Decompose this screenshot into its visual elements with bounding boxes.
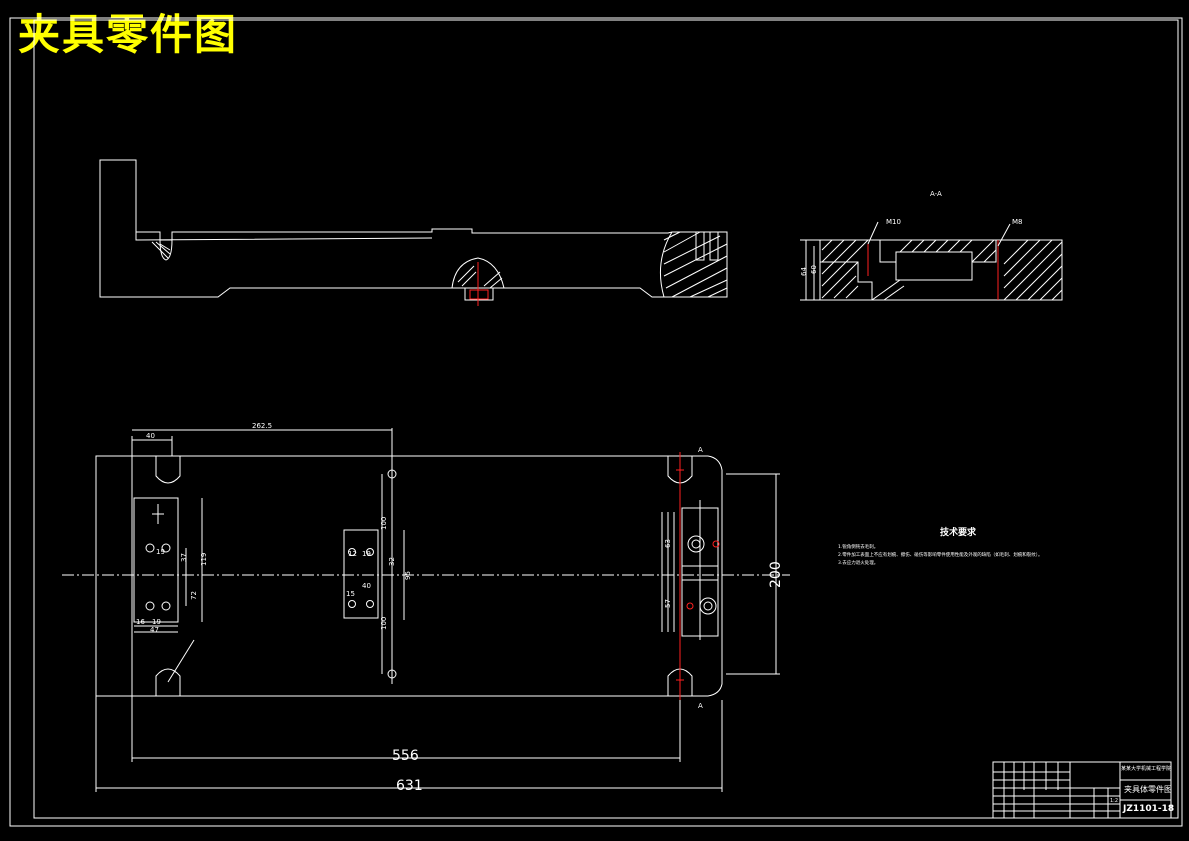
dim-center-offset: 262.5 xyxy=(252,422,272,430)
tech-note-3: 3.去应力退火处理。 xyxy=(838,561,879,566)
dim-left-72: 72 xyxy=(190,591,198,600)
view-marker-top: A xyxy=(698,446,703,454)
thread-m8-label: M8 xyxy=(1012,218,1023,226)
dim-mid-15: 15 xyxy=(346,590,355,598)
dim-mid-95: 95 xyxy=(404,571,412,580)
dim-left-16: 16 xyxy=(136,618,145,626)
tech-note-1: 1.锐角倒钝去毛刺。 xyxy=(838,545,879,550)
title-block-school: 某某大学机械工程学院 xyxy=(1121,766,1172,772)
dim-left-19a: 19 xyxy=(156,548,165,556)
tech-requirements-heading: 技术要求 xyxy=(939,528,976,538)
dim-section-depth: 60 xyxy=(810,265,818,274)
dim-overall-length: 631 xyxy=(396,778,423,794)
dim-mid-lower: 100 xyxy=(380,617,388,630)
dim-hole-spacing: 556 xyxy=(392,748,419,764)
dim-mid-40: 40 xyxy=(362,582,371,590)
dim-left-19b: 19 xyxy=(152,618,161,626)
outer-frame xyxy=(9,17,1183,827)
dim-right-lower: 57 xyxy=(664,599,672,608)
front-view xyxy=(99,159,728,306)
dim-width: 200 xyxy=(768,561,784,588)
section-a-a xyxy=(800,221,1063,301)
plan-view xyxy=(62,428,790,792)
tech-requirements: 技术要求 1.锐角倒钝去毛刺。 2.零件加工表面上不应有划痕、擦伤、碰伤等影响零… xyxy=(838,525,1078,568)
title-block-drawing-name: 夹具体零件图 xyxy=(1124,785,1172,794)
dim-left-47: 47 xyxy=(150,626,159,634)
dim-mid-19: 19 xyxy=(362,550,371,558)
view-marker-bottom: A xyxy=(698,702,703,710)
dim-section-thickness: 64 xyxy=(800,267,808,276)
dim-left-119: 119 xyxy=(200,553,208,566)
dim-left-offset: 40 xyxy=(146,432,155,440)
dim-mid-32: 32 xyxy=(388,557,396,566)
title-block-scale: 1:2 xyxy=(1110,798,1119,804)
tech-note-2: 2.零件加工表面上不应有划痕、擦伤、碰伤等影响零件使用性能及外观的缺陷（如毛刺、… xyxy=(838,553,1043,558)
dim-mid-12: 12 xyxy=(348,550,357,558)
dim-left-37: 37 xyxy=(180,553,188,562)
title-block xyxy=(992,761,1172,819)
dim-mid-upper: 100 xyxy=(380,517,388,530)
inner-frame xyxy=(33,19,1179,819)
thread-m10-label: M10 xyxy=(886,218,901,226)
dim-right-upper: 63 xyxy=(664,539,672,548)
title-block-drawing-number: JZ1101-18 xyxy=(1123,804,1175,814)
section-label: A-A xyxy=(930,190,942,198)
